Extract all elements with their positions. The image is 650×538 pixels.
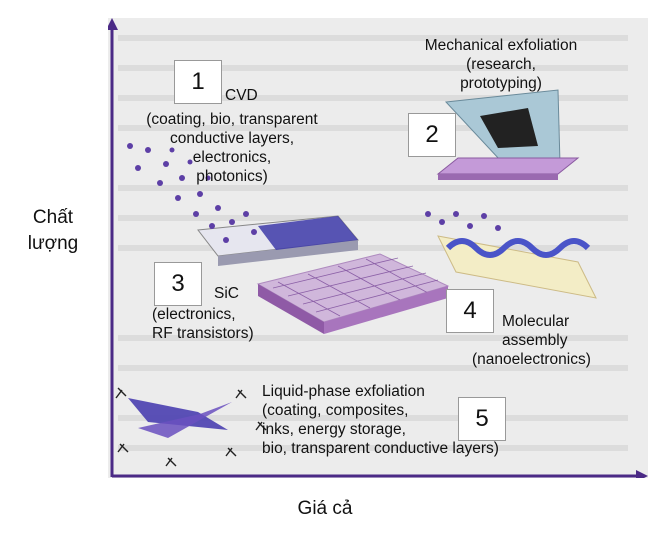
method-2-title: Mechanical exfoliation bbox=[424, 37, 578, 54]
y-axis-label-line-2: lượng bbox=[27, 233, 79, 254]
method-5-line-3: bio, transparent conductive layers) bbox=[262, 440, 499, 457]
method-2-number-box: 2 bbox=[408, 113, 456, 157]
liquid-phase-exfoliation-illustration bbox=[115, 387, 267, 467]
method-1-number-box: 1 bbox=[174, 60, 222, 104]
method-5-caption: Liquid-phase exfoliation (coating, compo… bbox=[262, 382, 499, 458]
method-4-line-2: (nanoelectronics) bbox=[472, 351, 591, 368]
method-3-title: SiC bbox=[214, 285, 239, 302]
molecular-assembly-illustration bbox=[425, 211, 597, 299]
method-4-caption: Molecular assembly bbox=[502, 312, 569, 350]
method-1-line-1: (coating, bio, transparent bbox=[146, 111, 318, 128]
method-5-number-box: 5 bbox=[458, 397, 506, 441]
method-4-line-1: assembly bbox=[502, 332, 568, 349]
method-1-title: CVD bbox=[225, 87, 258, 104]
sic-lattice-illustration bbox=[256, 253, 450, 334]
mechanical-exfoliation-illustration bbox=[436, 89, 580, 180]
method-2-line-2: prototyping) bbox=[460, 75, 542, 92]
method-3-description: (electronics, RF transistors) bbox=[152, 305, 254, 343]
method-3-number-box: 3 bbox=[154, 262, 202, 306]
x-axis-label: Giá cả bbox=[297, 498, 353, 519]
axes bbox=[108, 18, 648, 478]
method-1-line-4: photonics) bbox=[196, 168, 268, 185]
y-axis-label: Chất lượng bbox=[14, 205, 92, 257]
method-5-line-1: (coating, composites, bbox=[262, 402, 409, 419]
method-3-line-1: (electronics, bbox=[152, 306, 236, 323]
y-axis-label-line-1: Chất bbox=[32, 207, 74, 228]
method-4-number-box: 4 bbox=[446, 289, 494, 333]
method-5-line-2: inks, energy storage, bbox=[262, 421, 406, 438]
method-1-line-3: electronics, bbox=[192, 149, 272, 166]
cvd-substrate-illustration bbox=[197, 215, 359, 266]
method-2-caption: Mechanical exfoliation (research, protot… bbox=[398, 36, 604, 93]
method-1-description: (coating, bio, transparent conductive la… bbox=[132, 110, 332, 186]
cvd-precursor-molecules bbox=[127, 143, 257, 243]
method-3-line-2: RF transistors) bbox=[152, 325, 254, 342]
method-2-line-1: (research, bbox=[466, 56, 536, 73]
method-5-title: Liquid-phase exfoliation bbox=[262, 383, 425, 400]
method-1-line-2: conductive layers, bbox=[169, 130, 295, 147]
method-4-title: Molecular bbox=[502, 313, 570, 330]
